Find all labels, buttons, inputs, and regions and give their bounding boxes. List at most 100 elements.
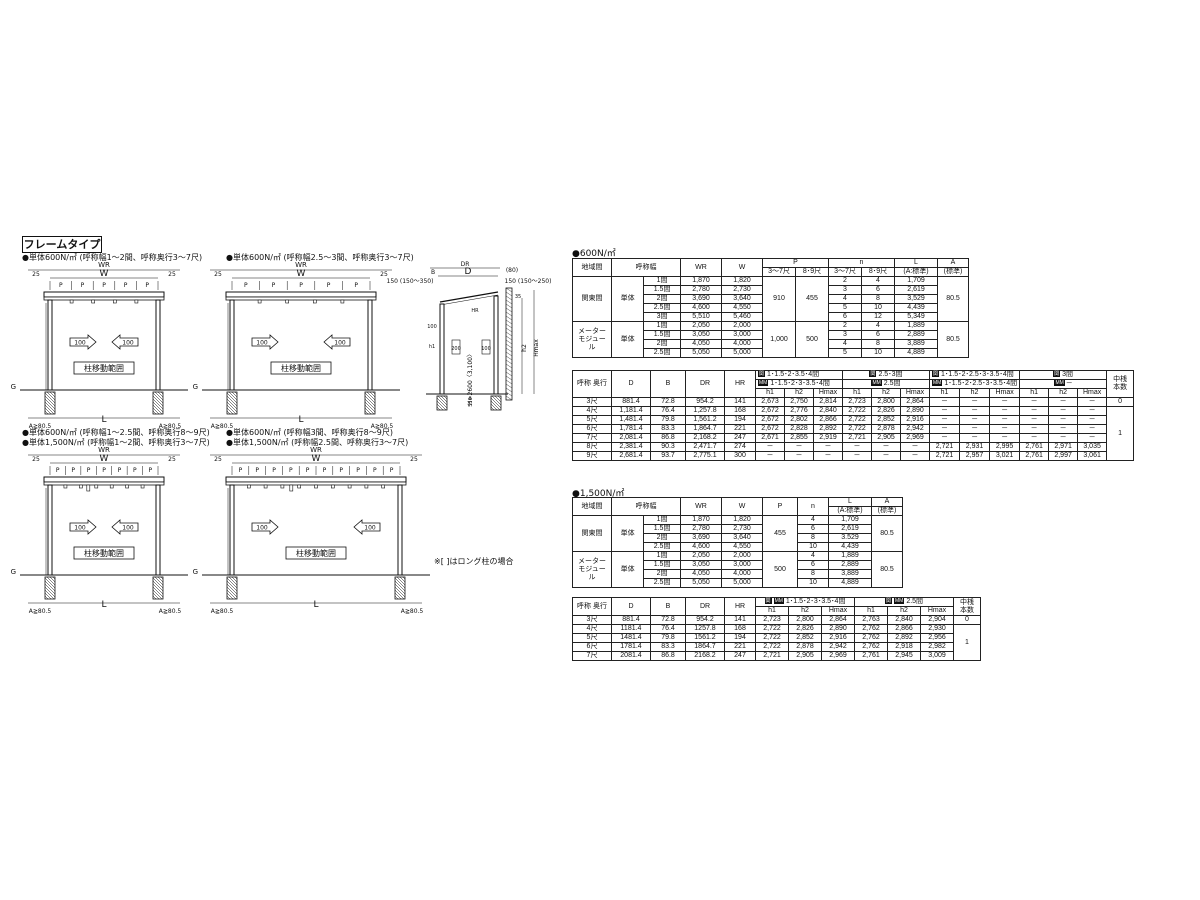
- cell: 呼称幅: [611, 497, 681, 516]
- cell: 2,840: [813, 406, 843, 416]
- cell: 4: [861, 276, 895, 286]
- hatch-line: [364, 392, 376, 404]
- a-label: A≧80.5: [29, 608, 52, 615]
- post: [47, 484, 53, 576]
- badge: MM: [932, 380, 943, 387]
- cell: 3,690: [680, 533, 722, 543]
- hatch-line: [436, 403, 444, 411]
- hatch-line: [364, 401, 376, 413]
- cell: 2168.2: [685, 651, 725, 661]
- cell: 1,889: [894, 321, 938, 331]
- w-label: W: [297, 269, 306, 279]
- cell: 141: [724, 397, 756, 407]
- cell: 3,529: [894, 294, 938, 304]
- p-label: P: [306, 467, 310, 474]
- table-1500-title: ●1,500N/㎡: [572, 489, 625, 499]
- hatch-line: [443, 395, 448, 400]
- cell-text: 1･1.5･2･3･3.5･4間: [785, 598, 846, 605]
- cell: 221: [724, 642, 756, 652]
- frame-type-title: フレームタイプ: [22, 236, 102, 253]
- arrow-right: [251, 519, 279, 535]
- cell: 194: [724, 633, 756, 643]
- cell: 2,723: [755, 615, 789, 625]
- cell: 2,864: [821, 615, 855, 625]
- h-label: H=2600〈3,100〉: [467, 351, 474, 405]
- p-label: P: [356, 467, 360, 474]
- cell: ─: [1048, 397, 1079, 407]
- cell: 2,802: [784, 415, 814, 425]
- cell: 2間: [643, 569, 681, 579]
- cell-text: ─: [1066, 380, 1072, 387]
- cell: HR: [724, 597, 756, 616]
- cell: 6: [861, 330, 895, 340]
- cell: 9尺: [572, 451, 612, 461]
- l-label: L: [101, 600, 106, 610]
- hatch-line: [228, 391, 238, 401]
- rafter-end: [257, 299, 262, 304]
- edge-label: 25: [380, 271, 388, 278]
- cell: 6尺: [572, 642, 612, 652]
- cell: 1,561.2: [685, 415, 725, 425]
- cell: 2,878: [871, 424, 901, 434]
- cell: 1257.8: [685, 624, 725, 634]
- cell: 221: [724, 424, 756, 434]
- cell: W: [721, 258, 763, 277]
- hatch-line: [152, 580, 164, 592]
- cell: ─: [928, 424, 961, 434]
- cell: 単体: [610, 276, 645, 322]
- wall-hatch: [505, 319, 513, 325]
- cell: 1,709: [828, 515, 872, 525]
- cell: 72.8: [650, 397, 686, 407]
- cell: ─: [1019, 433, 1050, 443]
- a-label: A≧80.5: [211, 608, 234, 615]
- cell: 5: [828, 348, 862, 358]
- cell: 5,000: [721, 578, 763, 588]
- cell: 8･9尺: [861, 267, 895, 277]
- cell: 2,916: [900, 415, 930, 425]
- cell: 2,956: [920, 633, 954, 643]
- cell: 4,439: [828, 542, 872, 552]
- cell: 79.8: [650, 415, 686, 425]
- p-label: P: [339, 467, 343, 474]
- cell: 455: [762, 515, 798, 552]
- cell: ─: [1077, 397, 1108, 407]
- wall-hatch: [505, 323, 513, 329]
- cell: Hmax: [989, 388, 1021, 398]
- hmax-label: Hmax: [533, 339, 540, 357]
- cell: 954.2: [685, 397, 725, 407]
- l-label: L: [101, 415, 106, 425]
- hatch-line: [436, 406, 441, 411]
- cell: 4,000: [721, 569, 763, 579]
- cell: 4,000: [721, 339, 763, 349]
- cell: Hmax: [1077, 388, 1108, 398]
- cell-text: 2.5間: [906, 598, 924, 605]
- cell: 3,035: [1077, 442, 1108, 452]
- dr-label: DR: [461, 261, 470, 268]
- hatch-line: [152, 401, 164, 413]
- cell: 4,600: [680, 303, 722, 313]
- cell: 2,890: [900, 406, 930, 416]
- roof: [439, 291, 499, 303]
- cell: 呼称幅: [611, 258, 681, 277]
- hatch-line: [152, 583, 164, 595]
- w-label: W: [100, 269, 109, 279]
- a-label: A≧80.5: [159, 423, 182, 430]
- cell: (標準): [871, 506, 903, 516]
- cell: 2,721: [842, 433, 872, 443]
- cell: 3尺: [572, 397, 612, 407]
- p-label: P: [145, 282, 149, 289]
- cell: 8: [797, 533, 829, 543]
- cell: 2,619: [828, 524, 872, 534]
- cell: 141: [724, 615, 756, 625]
- cell: DR: [685, 597, 725, 616]
- cell: 1: [953, 624, 981, 661]
- cell: 中桟 本数: [953, 597, 981, 616]
- rafter-end: [79, 484, 83, 489]
- cell: ─: [959, 424, 991, 434]
- w-label: W: [100, 454, 109, 464]
- hatch-line: [394, 595, 399, 600]
- hatch-line: [402, 576, 406, 580]
- cell: 2,619: [894, 285, 938, 295]
- hatch-line: [226, 592, 234, 600]
- cell: 1,181.4: [611, 406, 651, 416]
